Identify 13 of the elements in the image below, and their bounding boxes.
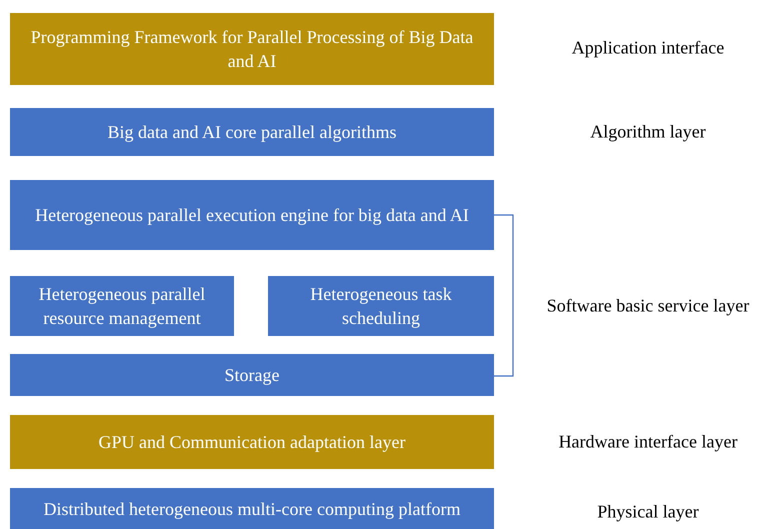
layer-name: Software basic service layer bbox=[546, 296, 750, 316]
layer-box: Heterogeneous parallel resource management bbox=[10, 276, 234, 336]
layer-box: Distributed heterogeneous multi-core computing platform bbox=[10, 488, 494, 529]
layer-name: Application interface bbox=[572, 38, 724, 58]
layer-name: Physical layer bbox=[597, 502, 699, 522]
layer-box: GPU and Communication adaptation layer bbox=[10, 415, 494, 469]
layer-box: Big data and AI core parallel algorithms bbox=[10, 108, 494, 156]
layer-box: Storage bbox=[10, 354, 494, 396]
layer-name: Algorithm layer bbox=[590, 122, 706, 142]
framework-box: Programming Framework for Parallel Processing of Big Data and AI bbox=[10, 13, 494, 85]
layer-box: Heterogeneous task scheduling bbox=[268, 276, 494, 336]
layer-name: Hardware interface layer bbox=[558, 432, 738, 452]
layer-box: Heterogeneous parallel execution engine for big data and AI bbox=[10, 180, 494, 250]
